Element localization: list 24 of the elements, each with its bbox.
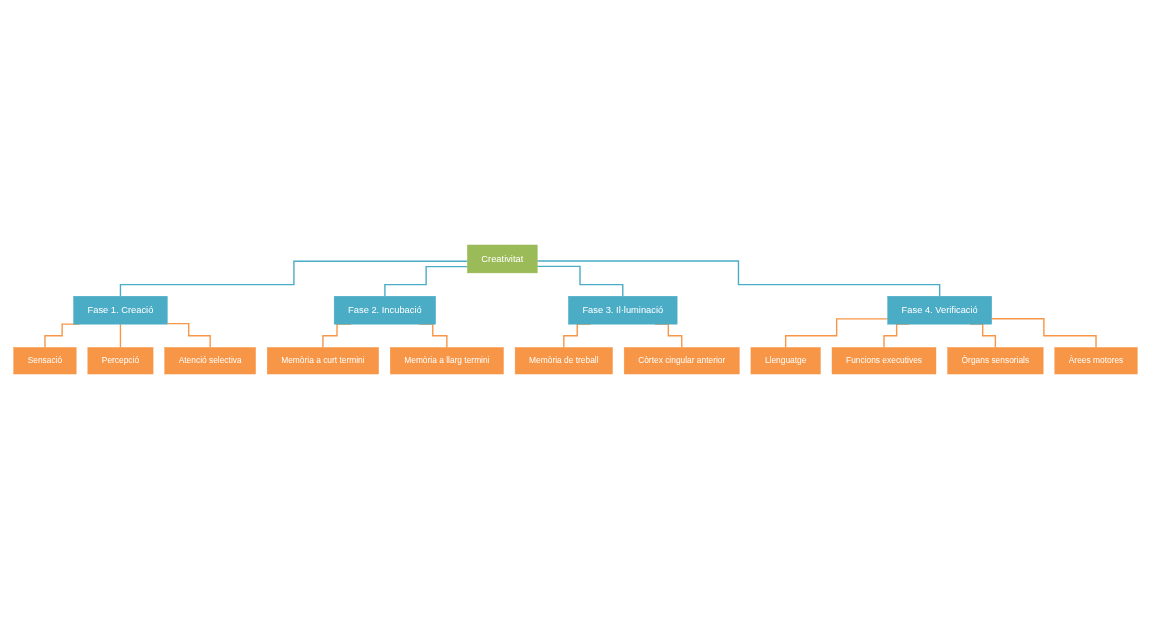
node-box: Fase 1. Creació bbox=[73, 296, 168, 325]
connector bbox=[991, 318, 1097, 349]
node-box: Òrgans sensorials bbox=[947, 347, 1044, 375]
connector bbox=[166, 322, 211, 349]
node-box: Creativitat bbox=[467, 244, 538, 274]
node-box: Fase 2. Incubació bbox=[333, 296, 436, 325]
connector bbox=[784, 318, 889, 349]
node-box: Memòria a llarg termini bbox=[390, 347, 504, 375]
connector bbox=[536, 260, 941, 297]
node-box: Memòria a curt termini bbox=[267, 347, 379, 375]
connector bbox=[536, 265, 624, 297]
connector bbox=[384, 265, 469, 297]
node-box: Funcions executives bbox=[831, 347, 937, 375]
connector bbox=[119, 323, 122, 349]
node-box: Sensació bbox=[13, 347, 77, 375]
node-box: Memòria de treball bbox=[514, 347, 613, 375]
node-box: Llenguatge bbox=[750, 347, 821, 375]
node-box: Còrtex cingular anterior bbox=[623, 347, 740, 375]
node-box: Fase 4. Verificació bbox=[887, 296, 992, 325]
node-box: Atenció selectiva bbox=[164, 347, 256, 375]
node-box: Percepció bbox=[87, 347, 154, 375]
connector bbox=[119, 260, 469, 297]
node-box: Àrees motores bbox=[1054, 347, 1138, 375]
node-box: Fase 3. Il·luminació bbox=[568, 296, 678, 325]
